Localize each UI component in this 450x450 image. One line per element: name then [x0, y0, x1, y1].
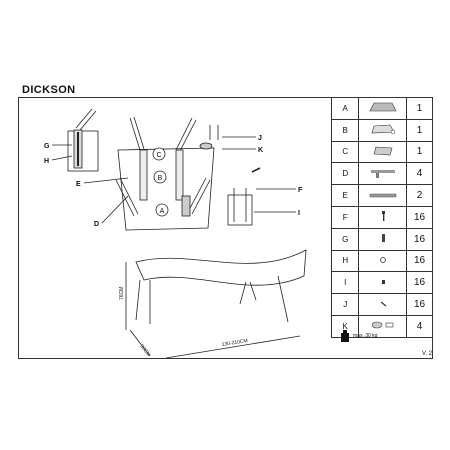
part-letter: F — [330, 205, 360, 229]
part-letter: E — [330, 184, 360, 207]
callout-i: I — [298, 210, 300, 217]
instruction-frame — [18, 97, 433, 359]
parts-row-j: J 16 — [330, 293, 433, 316]
part-quantity: 1 — [406, 140, 433, 164]
part-letter: B — [330, 118, 360, 142]
parts-row-i: I 16 — [330, 271, 433, 295]
part-quantity: 16 — [406, 249, 433, 273]
parts-row-f: F 16 — [330, 205, 433, 229]
bolt-icon — [358, 205, 408, 229]
rail-icon — [358, 184, 408, 207]
part-quantity: 4 — [406, 314, 433, 338]
parts-row-h: H 16 — [330, 249, 433, 273]
part-letter: I — [330, 271, 360, 295]
plate-icon — [358, 140, 408, 164]
max-load: max. 30 kg — [340, 330, 377, 342]
part-letter: H — [330, 249, 360, 273]
version-label: V. 2 — [422, 351, 433, 357]
screw-icon — [358, 227, 408, 251]
part-quantity: 4 — [406, 162, 433, 186]
callout-e: E — [76, 181, 81, 188]
part-quantity: 2 — [406, 184, 433, 207]
callout-f: F — [298, 187, 303, 194]
part-quantity: 16 — [406, 293, 433, 316]
part-quantity: 1 — [406, 97, 433, 120]
nut-icon — [358, 271, 408, 295]
part-quantity: 16 — [406, 227, 433, 251]
washer-icon — [358, 249, 408, 273]
part-letter: C — [330, 140, 360, 164]
frame-icon — [358, 118, 408, 142]
step-b-label: B — [158, 175, 163, 182]
step-a-label: A — [160, 208, 165, 215]
pin-icon — [358, 293, 408, 316]
part-quantity: 16 — [406, 205, 433, 229]
bracket-icon — [358, 162, 408, 186]
weight-icon — [341, 330, 349, 342]
part-quantity: 1 — [406, 118, 433, 142]
callout-k: K — [258, 147, 263, 154]
tabletop-icon — [358, 97, 408, 120]
part-letter: A — [330, 97, 360, 120]
part-letter: D — [330, 162, 360, 186]
dimension-length: 130-210CM — [221, 338, 248, 348]
part-letter: J — [330, 293, 360, 316]
callout-h: H — [44, 158, 49, 165]
dimension-height: 76CM — [119, 287, 125, 300]
parts-row-g: G 16 — [330, 227, 433, 251]
callout-j: J — [258, 135, 262, 142]
callout-d: D — [94, 221, 99, 228]
part-letter: K — [330, 314, 360, 338]
step-c-label: C — [156, 152, 161, 159]
callout-g: G — [44, 143, 50, 150]
max-load-text: max. 30 kg — [353, 333, 378, 339]
part-letter: G — [330, 227, 360, 251]
part-quantity: 16 — [406, 271, 433, 295]
page-title: DICKSON — [22, 84, 76, 96]
